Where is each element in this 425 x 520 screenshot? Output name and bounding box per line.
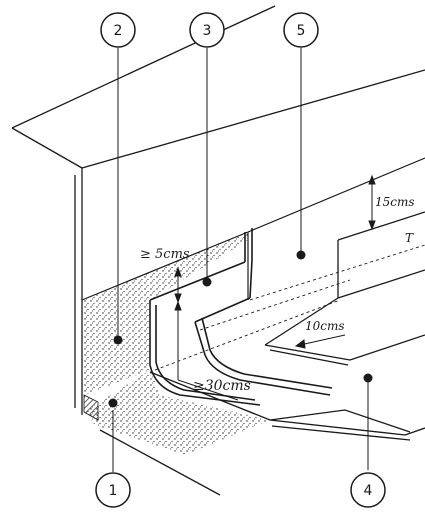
wall-outline: [81, 157, 425, 301]
callout-1: 1: [95, 472, 131, 508]
label-marker: T: [405, 231, 414, 245]
dimension-overlap: [174, 300, 239, 401]
raised-curb: [264, 211, 425, 366]
membrane-layer-5: [194, 259, 333, 396]
callout-5-label: 5: [297, 23, 306, 39]
callout-4: 4: [350, 472, 386, 508]
wall-membrane: [84, 232, 248, 395]
leader-lines: [112, 48, 369, 472]
callout-1-label: 1: [109, 483, 118, 499]
callout-2-label: 2: [114, 23, 123, 39]
callout-3-label: 3: [203, 23, 212, 39]
callout-3: 3: [189, 12, 225, 48]
label-min-upturn: ≥ 5cms: [140, 247, 190, 262]
callout-5: 5: [283, 12, 319, 48]
label-edge-width: 10cms: [305, 319, 345, 333]
floor-edge: [99, 371, 425, 496]
guide-lines: [154, 244, 425, 371]
membrane-layer-3: [149, 228, 261, 406]
upper-slab: [11, 5, 425, 415]
dimension-curb-height: [368, 174, 376, 231]
floor-membrane: [84, 370, 270, 455]
dimension-upturn: [174, 266, 182, 304]
label-min-overlap: ≥30cms: [193, 378, 251, 394]
label-curb-height: 15cms: [375, 195, 415, 209]
dimension-edge-width: [294, 334, 346, 349]
callout-2: 2: [100, 12, 136, 48]
leader-dots: [108, 250, 373, 408]
corner-fillet: [83, 394, 99, 421]
callout-4-label: 4: [364, 483, 373, 499]
